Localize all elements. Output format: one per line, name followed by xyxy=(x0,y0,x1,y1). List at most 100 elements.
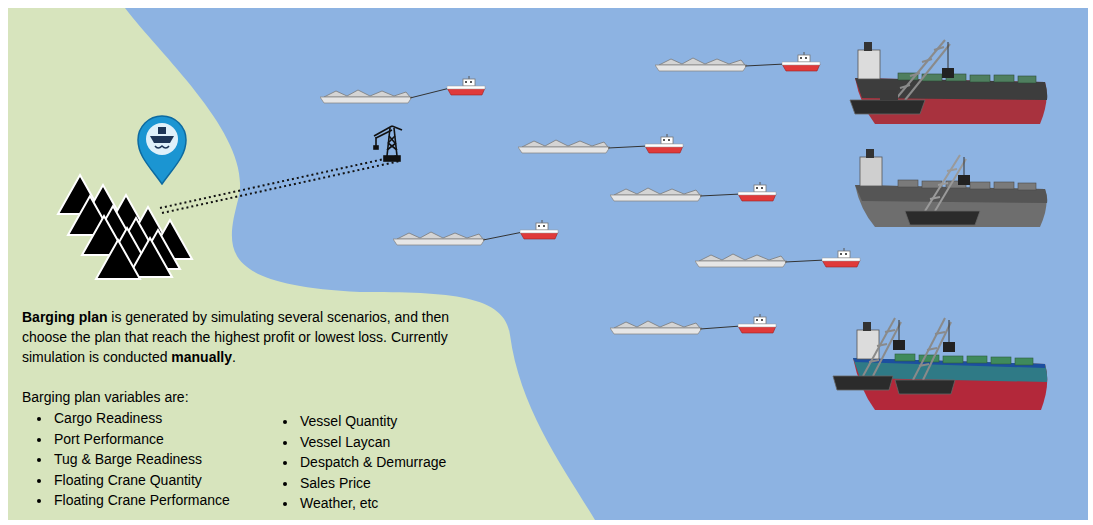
tug-and-barge xyxy=(320,52,860,334)
bulk-vessel xyxy=(877,344,887,346)
variable-list: Cargo ReadinessPort PerformanceTug & Bar… xyxy=(22,408,230,511)
variable-item: Port Performance xyxy=(52,429,230,450)
description-paragraph: Barging planis generated by simulating s… xyxy=(22,307,492,367)
crane-icon xyxy=(389,136,395,143)
tug-and-barge xyxy=(610,321,702,334)
tug-and-barge xyxy=(610,188,702,201)
bulk-vessel xyxy=(991,357,1011,364)
variable-item: Despatch & Demurrage xyxy=(298,452,446,473)
tug-and-barge xyxy=(700,194,741,196)
list-heading: Barging plan variables are: xyxy=(22,387,189,407)
emphasis-text: manually xyxy=(171,349,232,365)
tug-and-barge xyxy=(483,232,523,240)
bulk-vessel xyxy=(943,342,955,352)
coal-stockpile xyxy=(58,175,192,279)
bulk-vessel xyxy=(850,100,925,114)
tug-and-barge xyxy=(695,254,787,267)
bulk-vessel xyxy=(964,157,965,175)
bulk-vessel xyxy=(880,90,898,100)
port-pin-icon xyxy=(158,127,166,134)
variable-item: Tug & Barge Readiness xyxy=(52,449,230,470)
port-pin-icon xyxy=(150,136,174,143)
tug-and-barge xyxy=(447,76,485,95)
tug-and-barge xyxy=(518,140,610,153)
conveyor-line xyxy=(162,161,400,213)
tug-and-barge xyxy=(738,182,776,201)
tug-and-barge xyxy=(655,58,747,71)
crane-icon xyxy=(388,143,397,150)
bulk-vessel xyxy=(970,75,990,82)
tug-and-barge xyxy=(745,64,785,66)
bulk-vessel xyxy=(833,376,893,390)
bulk-vessel xyxy=(913,318,945,380)
bulk-vessel xyxy=(1015,358,1033,365)
bulk-vessel xyxy=(934,47,944,50)
variable-item: Vessel Laycan xyxy=(298,432,446,453)
bulk-vessel xyxy=(850,40,1047,124)
bulk-vessel xyxy=(935,332,945,334)
bulk-vessel xyxy=(1018,183,1036,190)
tug-and-barge xyxy=(410,88,450,98)
tug-and-barge xyxy=(738,314,776,333)
bulk-vessel xyxy=(869,360,879,362)
bulk-vessel xyxy=(919,364,929,366)
bulk-vessel xyxy=(994,182,1014,189)
bulk-vessel xyxy=(970,182,990,189)
tug-and-barge xyxy=(520,220,558,239)
crane-icon xyxy=(384,156,400,161)
bulk-vessel xyxy=(898,180,918,187)
tug-and-barge xyxy=(822,248,860,267)
variable-item: Weather, etc xyxy=(298,493,446,514)
bulk-vessel xyxy=(930,197,940,199)
bulk-vessel xyxy=(885,330,895,332)
tug-and-barge xyxy=(320,90,412,103)
variable-item: Floating Crane Quantity xyxy=(52,470,230,491)
crane-icon xyxy=(388,136,395,143)
crane-icon xyxy=(376,130,392,138)
crane-icon xyxy=(374,146,378,149)
description-text: . xyxy=(232,349,236,365)
bulk-vessel xyxy=(927,348,937,350)
bulk-vessel xyxy=(910,73,920,76)
bulk-vessel xyxy=(899,320,900,340)
bulk-vessel xyxy=(967,356,987,363)
crane-icon xyxy=(375,137,377,146)
bulk-vessel xyxy=(864,42,872,51)
bulk-vessel xyxy=(949,320,950,342)
conveyor-line xyxy=(160,156,398,208)
land xyxy=(8,8,595,520)
bulk-vessel xyxy=(863,318,951,380)
tug-and-barge xyxy=(785,260,825,262)
port-pin-icon xyxy=(146,123,178,155)
bulk-vessel xyxy=(1018,76,1036,83)
port-pin-icon xyxy=(138,116,186,184)
emphasis-text: Barging plan xyxy=(22,309,108,325)
tug-and-barge xyxy=(645,134,683,153)
port-pin-icon xyxy=(155,146,169,148)
bulk-vessel xyxy=(863,318,895,376)
crane-icon xyxy=(392,126,402,130)
coal-stockpile xyxy=(96,240,140,279)
bulk-vessel xyxy=(943,356,963,363)
tug-and-barge xyxy=(393,232,485,245)
bulk-vessel xyxy=(905,211,980,225)
bulk-vessel xyxy=(994,75,1014,82)
bulk-vessel xyxy=(895,40,945,100)
bulk-vessel xyxy=(833,318,1047,410)
tug-and-barge xyxy=(782,52,820,71)
variable-item: Sales Price xyxy=(298,473,446,494)
bulk-vessel xyxy=(925,155,960,211)
bulk-vessel xyxy=(938,183,948,185)
bulk-vessel xyxy=(922,59,932,62)
bulk-vessel xyxy=(863,322,871,331)
bulk-vessel xyxy=(866,149,874,158)
port-pin-icon xyxy=(138,116,186,184)
variable-list: Vessel QuantityVessel LaycanDespatch & D… xyxy=(268,411,446,514)
bulk-vessel xyxy=(855,185,1047,227)
bulk-vessel xyxy=(895,354,915,361)
bulk-vessel xyxy=(942,68,954,78)
bulk-vessel xyxy=(895,40,950,100)
bulk-vessel xyxy=(895,380,955,394)
crane-icon xyxy=(374,126,402,161)
bulk-vessel xyxy=(860,157,882,186)
